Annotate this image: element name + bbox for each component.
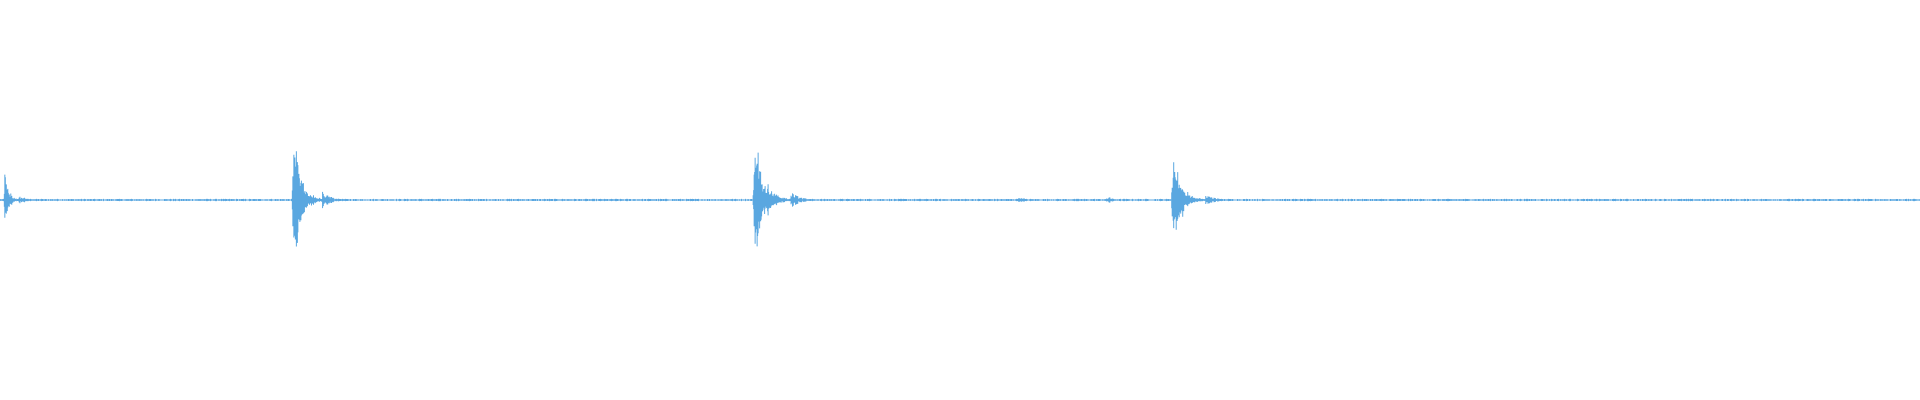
waveform-blip (1103, 197, 1117, 203)
waveform-burst-4 (1171, 162, 1236, 230)
waveform-blip (1014, 198, 1028, 202)
waveform-burst-1 (3, 174, 49, 218)
waveform-burst-2 (291, 151, 353, 247)
waveform-baseline (0, 198, 1920, 202)
waveform-burst-3 (752, 152, 821, 247)
waveform-layer (0, 151, 1920, 247)
